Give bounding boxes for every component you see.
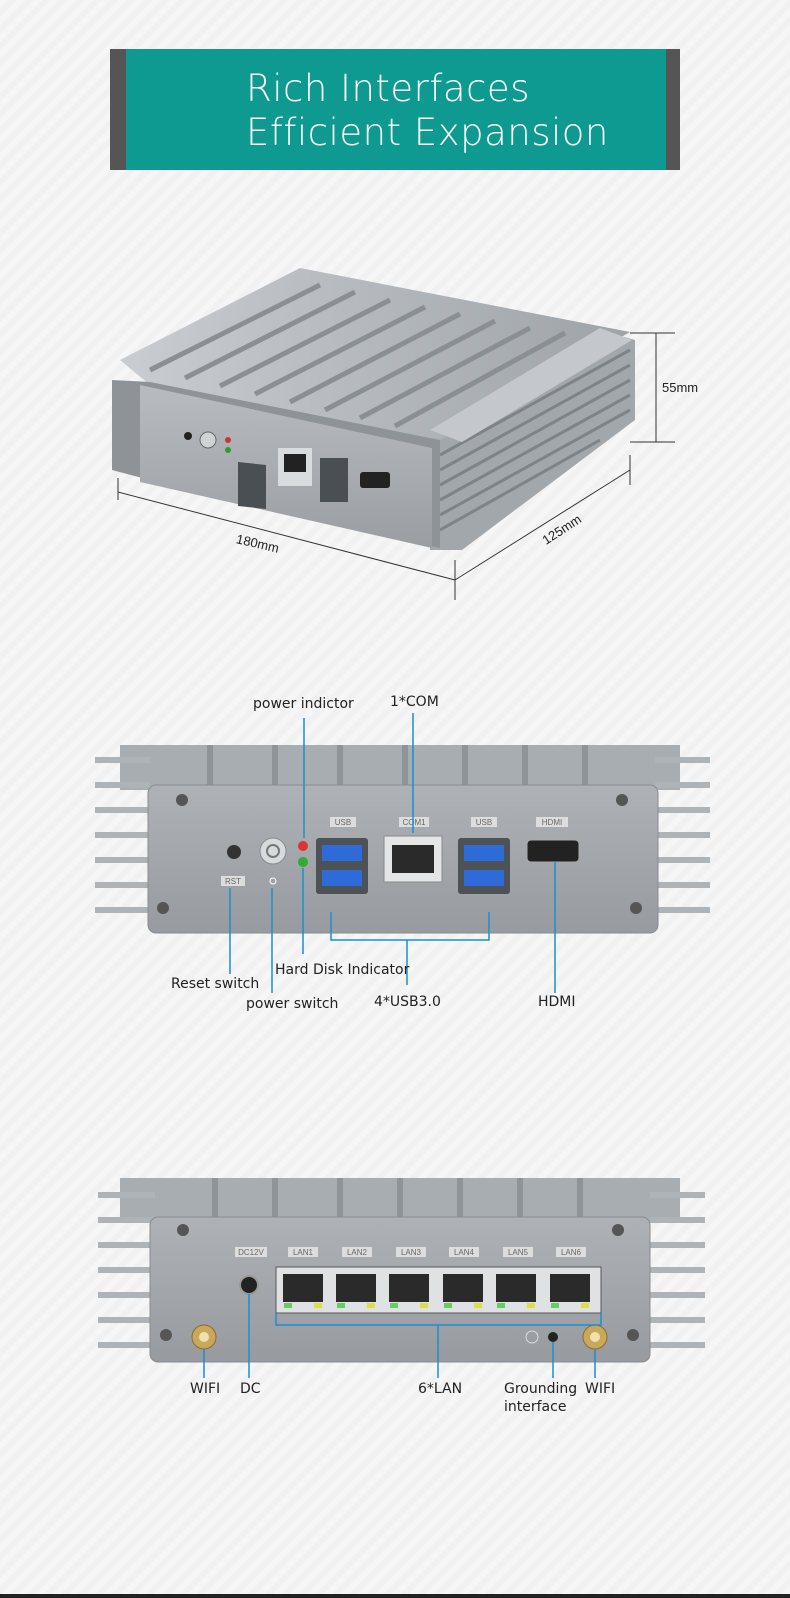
bottom-border xyxy=(0,1594,790,1598)
rear-dc-label: DC12V xyxy=(238,1248,264,1257)
com-callout: 1*COM xyxy=(390,694,439,710)
dc-callout: DC xyxy=(240,1381,261,1397)
title-banner: Rich Interfaces Efficient Expansion xyxy=(110,49,680,170)
grounding-callout-line1: Grounding xyxy=(504,1381,578,1397)
title-banner-panel: Rich Interfaces Efficient Expansion xyxy=(126,49,666,170)
reset-switch-callout: Reset switch xyxy=(171,976,260,992)
banner-title-line1: Rich Interfaces xyxy=(246,67,530,110)
grounding-callout-line2: interface xyxy=(504,1399,567,1415)
height-dimension-label: 55mm xyxy=(662,380,699,395)
power-indicator-callout: power indictor xyxy=(253,696,354,712)
front-usb-right-label: USB xyxy=(476,818,492,827)
front-rst-label: RST xyxy=(225,877,241,886)
front-hdmi-label: HDMI xyxy=(542,818,562,827)
rear-callout-lines xyxy=(203,1294,602,1378)
iso-side-fins xyxy=(430,330,635,550)
dimension-lines xyxy=(117,332,675,600)
rear-panel-illustration xyxy=(98,1178,705,1363)
wifi-right-callout: WIFI xyxy=(585,1381,616,1397)
wifi-left-callout: WIFI xyxy=(190,1381,221,1397)
front-panel-illustration xyxy=(95,745,710,934)
front-callout-lines xyxy=(229,713,556,993)
front-com1-label: COM1 xyxy=(402,818,426,827)
front-usb-left-label: USB xyxy=(335,818,351,827)
lan-callout: 6*LAN xyxy=(418,1381,463,1397)
rear-lan6-label: LAN6 xyxy=(561,1248,582,1257)
banner-title-line2: Efficient Expansion xyxy=(246,111,609,154)
rear-lan3-label: LAN3 xyxy=(401,1248,422,1257)
rear-lan4-label: LAN4 xyxy=(454,1248,475,1257)
hdmi-callout: HDMI xyxy=(538,994,576,1010)
rear-lan2-label: LAN2 xyxy=(347,1248,368,1257)
rear-lan1-label: LAN1 xyxy=(293,1248,314,1257)
usb-callout: 4*USB3.0 xyxy=(374,994,441,1010)
iso-top-fins xyxy=(120,268,632,442)
rear-lan5-label: LAN5 xyxy=(508,1248,529,1257)
hdd-indicator-callout: Hard Disk Indicator xyxy=(275,962,410,978)
iso-front-face xyxy=(112,380,440,548)
power-switch-callout: power switch xyxy=(246,996,339,1012)
